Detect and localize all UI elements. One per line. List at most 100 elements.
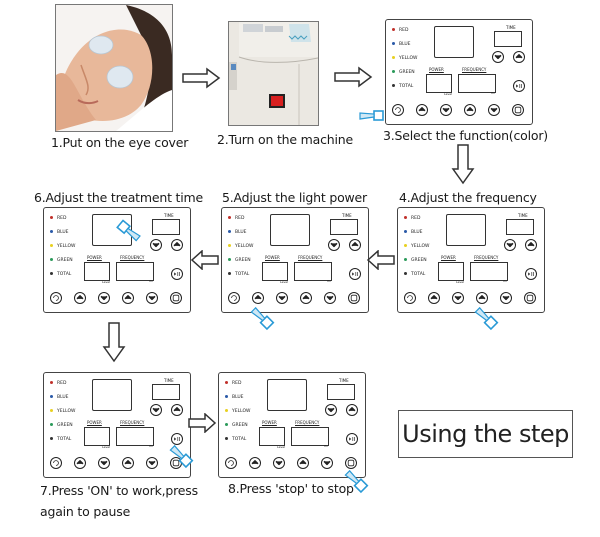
led-label: RED <box>235 216 245 221</box>
frequency-label: FREQUENCY <box>120 420 145 425</box>
frequency-unit: Hz <box>149 279 153 283</box>
arrow-down-icon <box>451 144 475 185</box>
led-indicator-blue: BLUE <box>225 395 244 401</box>
time-up-button[interactable] <box>513 51 525 63</box>
time-up-button[interactable] <box>171 404 183 416</box>
led-label: GREEN <box>57 423 73 428</box>
mode-button[interactable] <box>50 292 62 304</box>
mode-button[interactable] <box>404 292 416 304</box>
power-unit: Level <box>444 92 452 96</box>
frequency-label: FREQUENCY <box>120 255 145 260</box>
frequency-up-button[interactable] <box>464 104 476 116</box>
start-pause-button[interactable] <box>525 268 537 280</box>
start-pause-button[interactable] <box>171 433 183 445</box>
stop-button[interactable] <box>170 292 182 304</box>
time-down-button[interactable] <box>328 239 340 251</box>
power-up-button[interactable] <box>74 292 86 304</box>
time-down-button[interactable] <box>325 404 337 416</box>
time-down-button[interactable] <box>504 239 516 251</box>
stop-button[interactable] <box>524 292 536 304</box>
led-dot-icon <box>392 84 395 87</box>
led-dot-icon <box>225 423 228 426</box>
frequency-label: FREQUENCY <box>474 255 499 260</box>
time-up-button[interactable] <box>349 239 361 251</box>
frequency-down-button[interactable] <box>146 457 158 469</box>
step-7-caption-line-1: 7.Press 'ON' to work,press <box>40 483 198 498</box>
frequency-display <box>116 427 154 446</box>
power-display <box>262 262 288 281</box>
led-label: YELLOW <box>411 244 430 249</box>
frequency-up-button[interactable] <box>122 457 134 469</box>
led-indicator-green: GREEN <box>225 423 248 429</box>
stop-button[interactable] <box>348 292 360 304</box>
led-indicator-red: RED <box>404 216 420 222</box>
start-pause-button[interactable] <box>349 268 361 280</box>
power-down-button[interactable] <box>440 104 452 116</box>
time-up-button[interactable] <box>346 404 358 416</box>
time-down-button[interactable] <box>150 239 162 251</box>
led-label: GREEN <box>411 258 427 263</box>
led-dot-icon <box>404 216 407 219</box>
frequency-display <box>458 74 496 93</box>
time-down-button[interactable] <box>150 404 162 416</box>
power-up-button[interactable] <box>249 457 261 469</box>
frequency-unit: Hz <box>324 444 328 448</box>
led-dot-icon <box>50 409 53 412</box>
led-dot-icon <box>392 42 395 45</box>
pointing-finger-icon <box>168 444 194 469</box>
frequency-up-button[interactable] <box>476 292 488 304</box>
led-label: BLUE <box>399 42 411 47</box>
power-up-button[interactable] <box>428 292 440 304</box>
frequency-down-button[interactable] <box>488 104 500 116</box>
mode-button[interactable] <box>225 457 237 469</box>
frequency-up-button[interactable] <box>300 292 312 304</box>
frequency-up-button[interactable] <box>297 457 309 469</box>
frequency-down-button[interactable] <box>324 292 336 304</box>
led-dot-icon <box>404 258 407 261</box>
led-indicator-total: TOTAL <box>225 437 246 443</box>
led-dot-icon <box>50 230 53 233</box>
stop-button[interactable] <box>512 104 524 116</box>
led-indicator-total: TOTAL <box>228 272 249 278</box>
power-unit: Level <box>102 280 110 284</box>
frequency-label: FREQUENCY <box>295 420 320 425</box>
power-down-button[interactable] <box>98 292 110 304</box>
power-up-button[interactable] <box>416 104 428 116</box>
arrow-right-icon <box>334 66 373 88</box>
frequency-display <box>291 427 329 446</box>
frequency-label: FREQUENCY <box>462 67 487 72</box>
mode-button[interactable] <box>228 292 240 304</box>
frequency-down-button[interactable] <box>321 457 333 469</box>
power-up-button[interactable] <box>74 457 86 469</box>
mode-button[interactable] <box>392 104 404 116</box>
time-down-button[interactable] <box>492 51 504 63</box>
start-pause-button[interactable] <box>171 268 183 280</box>
frequency-down-button[interactable] <box>500 292 512 304</box>
power-down-button[interactable] <box>98 457 110 469</box>
start-pause-button[interactable] <box>346 433 358 445</box>
power-down-button[interactable] <box>276 292 288 304</box>
frequency-up-button[interactable] <box>122 292 134 304</box>
led-indicator-yellow: YELLOW <box>392 56 417 62</box>
stop-button[interactable] <box>345 457 357 469</box>
power-down-button[interactable] <box>273 457 285 469</box>
time-up-button[interactable] <box>525 239 537 251</box>
power-down-button[interactable] <box>452 292 464 304</box>
power-up-button[interactable] <box>252 292 264 304</box>
led-dot-icon <box>392 56 395 59</box>
time-up-button[interactable] <box>171 239 183 251</box>
led-dot-icon <box>225 409 228 412</box>
time-display <box>152 219 180 235</box>
pointing-finger-icon <box>116 219 142 246</box>
arrow-left-icon <box>190 250 219 270</box>
led-indicator-green: GREEN <box>404 258 427 264</box>
mode-button[interactable] <box>50 457 62 469</box>
start-pause-button[interactable] <box>513 80 525 92</box>
led-label: RED <box>232 381 242 386</box>
power-unit: Level <box>102 445 110 449</box>
frequency-label: FREQUENCY <box>298 255 323 260</box>
using-the-step-title: Using the step <box>398 410 573 458</box>
frequency-down-button[interactable] <box>146 292 158 304</box>
